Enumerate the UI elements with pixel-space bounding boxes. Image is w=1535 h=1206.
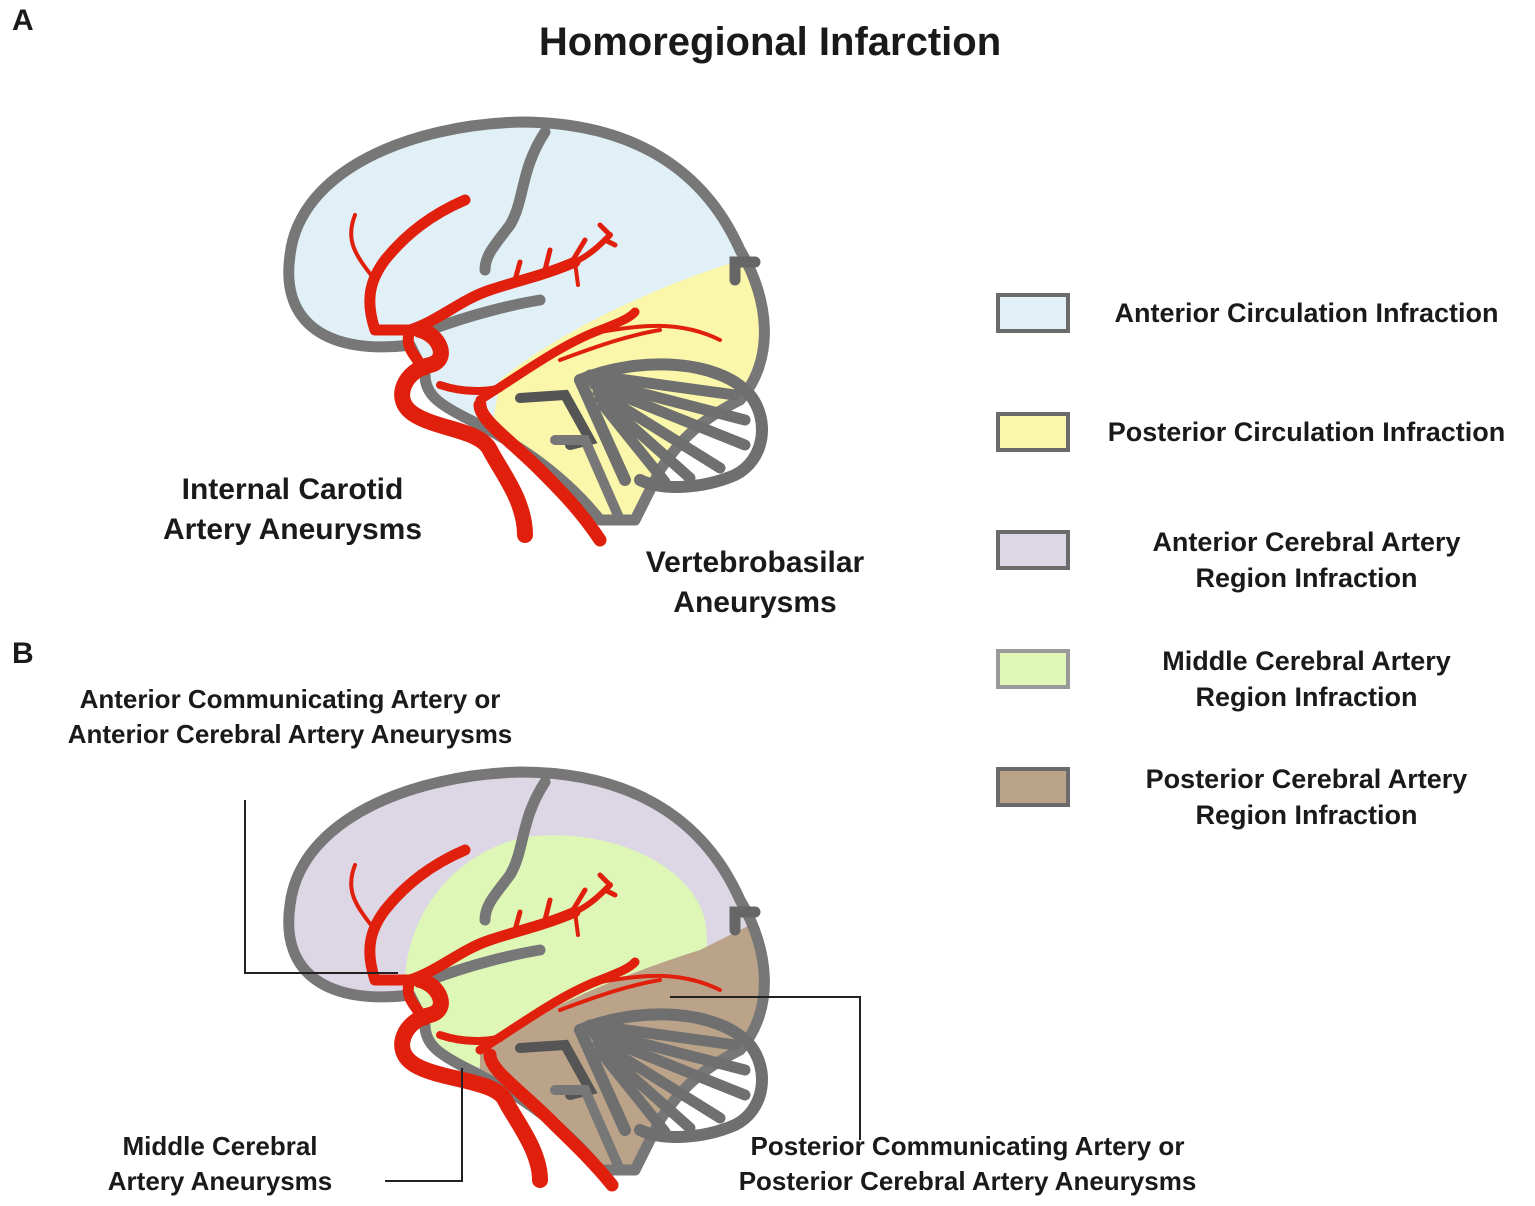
legend-swatch xyxy=(996,649,1070,689)
legend-label-line: Region Infraction xyxy=(1195,800,1418,830)
pcom-leader-line xyxy=(670,996,861,1140)
legend-swatch xyxy=(996,530,1070,570)
legend-label-line: Middle Cerebral Artery xyxy=(1162,646,1451,676)
legend-label-line: Region Infraction xyxy=(1195,682,1418,712)
lateral-fissure-b xyxy=(424,944,546,986)
acom-aneurysm-label: Anterior Communicating Artery or Anterio… xyxy=(25,682,555,752)
legend-item-pca-region: Posterior Cerebral Artery Region Infract… xyxy=(996,764,1535,830)
central-sulcus-b xyxy=(479,776,551,926)
legend-label: Anterior Cerebral Artery Region Infracti… xyxy=(1084,524,1529,596)
mca-label-line-1: Middle Cerebral xyxy=(122,1131,318,1161)
acom-label-line-1: Anterior Communicating Artery or xyxy=(79,684,501,714)
legend-item-aca-region: Anterior Cerebral Artery Region Infracti… xyxy=(996,527,1535,593)
legend-label-line: Region Infraction xyxy=(1195,563,1418,593)
legend-item-posterior-circulation: Posterior Circulation Infraction xyxy=(996,412,1535,472)
legend-item-mca-region: Middle Cerebral Artery Region Infraction xyxy=(996,646,1535,712)
legend-swatch xyxy=(996,412,1070,452)
vb-label-line-2: Aneurysms xyxy=(673,586,837,619)
lateral-fissure xyxy=(424,294,546,336)
legend-swatch xyxy=(996,293,1070,333)
leader-lines xyxy=(244,800,861,1182)
legend-label: Posterior Cerebral Artery Region Infract… xyxy=(1084,761,1529,833)
pcom-label-line-1: Posterior Communicating Artery or xyxy=(750,1131,1185,1161)
vb-label-line-1: Vertebrobasilar xyxy=(645,546,865,579)
ica-aneurysm-label: Internal Carotid Artery Aneurysms xyxy=(120,470,465,550)
ica-label-line-1: Internal Carotid xyxy=(181,473,404,506)
vb-aneurysm-label: Vertebrobasilar Aneurysms xyxy=(600,543,910,623)
occipital-sulcus xyxy=(729,256,761,286)
diagram-title: Homoregional Infarction xyxy=(538,20,1002,64)
arteries-a xyxy=(349,194,722,547)
acom-label-line-2: Anterior Cerebral Artery Aneurysms xyxy=(67,719,513,749)
cerebellum xyxy=(515,358,768,525)
brain-a xyxy=(283,116,770,547)
legend-item-anterior-circulation: Anterior Circulation Infraction xyxy=(996,293,1535,353)
legend-label: Middle Cerebral Artery Region Infraction xyxy=(1084,643,1529,715)
legend-label-line: Posterior Circulation Infraction xyxy=(1107,417,1506,447)
central-sulcus xyxy=(479,126,551,276)
mca-region xyxy=(404,835,707,1070)
cerebellum-b xyxy=(515,1008,768,1175)
mca-label-line-2: Artery Aneurysms xyxy=(107,1166,333,1196)
pcom-label-line-2: Posterior Cerebral Artery Aneurysms xyxy=(738,1166,1197,1196)
panel-b-letter: B xyxy=(12,637,34,670)
legend-swatch xyxy=(996,767,1070,807)
pcom-aneurysm-label: Posterior Communicating Artery or Poster… xyxy=(695,1129,1240,1199)
legend-label-line: Posterior Cerebral Artery xyxy=(1145,764,1468,794)
occipital-sulcus-b xyxy=(729,906,761,936)
ica-label-line-2: Artery Aneurysms xyxy=(163,513,422,546)
legend-label-line: Anterior Circulation Infraction xyxy=(1114,298,1499,328)
mca-leader-line xyxy=(385,1068,463,1182)
legend-label: Posterior Circulation Infraction xyxy=(1084,414,1529,450)
panel-a-letter: A xyxy=(12,4,34,37)
acom-leader-line xyxy=(244,800,398,974)
arteries-b xyxy=(349,844,722,1192)
legend-label: Anterior Circulation Infraction xyxy=(1084,295,1529,331)
mca-aneurysm-label: Middle Cerebral Artery Aneurysms xyxy=(75,1129,365,1199)
legend-label-line: Anterior Cerebral Artery xyxy=(1152,527,1461,557)
